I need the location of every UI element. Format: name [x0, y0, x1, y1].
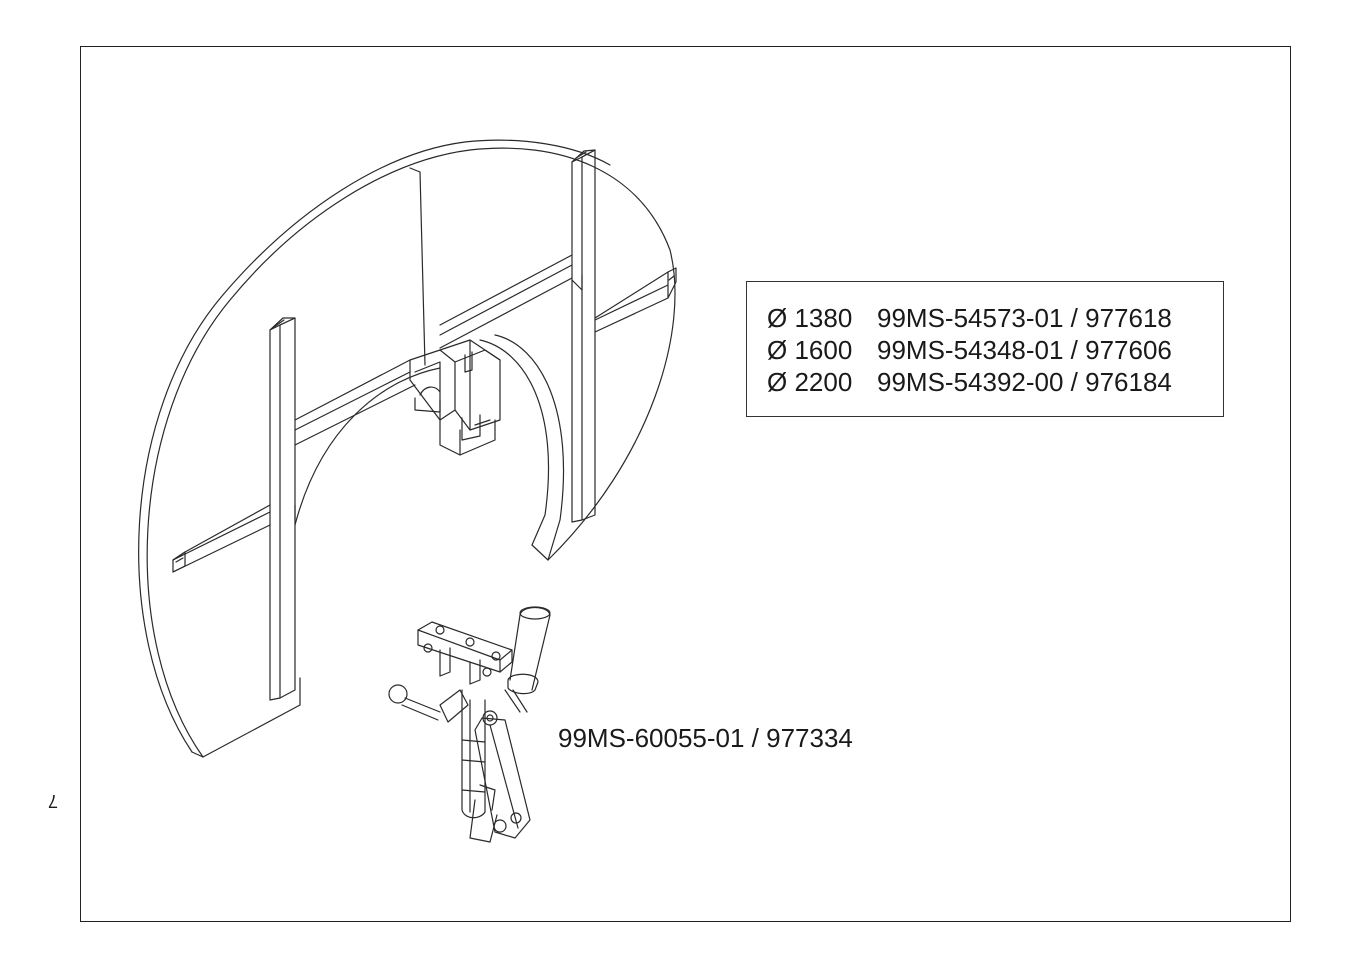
circular-plate [138, 139, 676, 758]
left-vertical-tube [269, 317, 296, 701]
bending-tool [388, 606, 551, 843]
inner-cutout [294, 334, 565, 561]
part-number: 99MS-54392-00 / 976184 [877, 367, 1172, 397]
diameter-label: Ø 1600 [767, 335, 853, 365]
central-cross-beam [294, 254, 583, 446]
page-frame [80, 46, 1291, 922]
diameter-label: Ø 1380 [767, 303, 853, 333]
tool-part-number: 99MS-60055-01 / 977334 [558, 723, 853, 753]
left-horizontal-tube [172, 504, 296, 573]
clamp-block [409, 339, 501, 456]
diameter-label: Ø 2200 [767, 367, 853, 397]
part-number: 99MS-54573-01 / 977618 [877, 303, 1172, 333]
part-number-table: Ø 1380 99MS-54573-01 / 977618 Ø 1600 99MS-… [746, 281, 1224, 417]
spec-row-1600: Ø 1600 99MS-54348-01 / 977606 [767, 334, 1223, 366]
spec-row-1380: Ø 1380 99MS-54573-01 / 977618 [767, 302, 1223, 334]
spec-row-2200: Ø 2200 99MS-54392-00 / 976184 [767, 366, 1223, 398]
right-vertical-tube [571, 149, 596, 523]
right-horizontal-tube [594, 267, 677, 333]
page-number: 7 [48, 791, 59, 811]
part-number: 99MS-54348-01 / 977606 [877, 335, 1172, 365]
